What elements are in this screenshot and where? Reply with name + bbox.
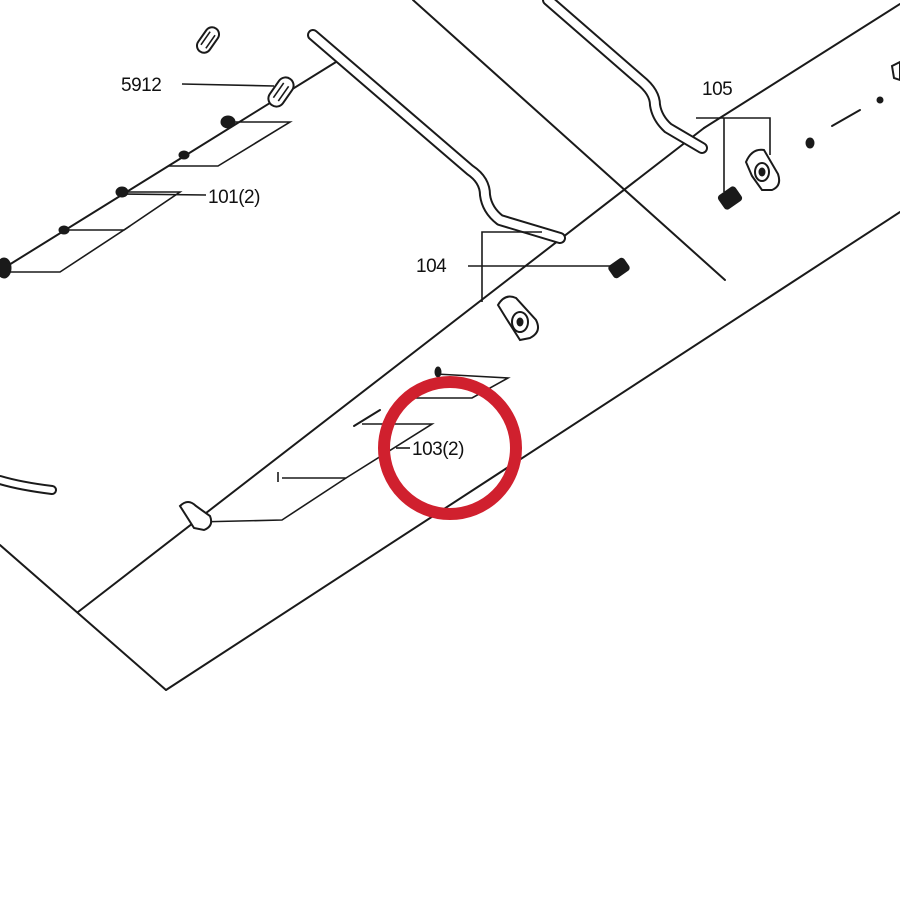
leader-lines bbox=[123, 83, 771, 449]
highlight-circle bbox=[378, 376, 522, 520]
callout-101: 101(2) bbox=[208, 187, 260, 208]
callout-104: 104 bbox=[416, 256, 447, 277]
callout-labels: 5912 101(2) 104 105 103(2) bbox=[121, 75, 733, 460]
bracket-105 bbox=[744, 148, 781, 191]
bent-tube-center bbox=[307, 29, 566, 244]
frame-outline bbox=[0, 0, 900, 691]
tube-fragment-left bbox=[0, 475, 57, 495]
part-5912-clips bbox=[195, 26, 295, 108]
lower-shaft-parts bbox=[496, 60, 900, 342]
callout-103: 103(2) bbox=[412, 439, 464, 460]
bent-tube-right bbox=[542, 0, 708, 154]
bracket-104 bbox=[496, 295, 539, 342]
callout-5912: 5912 bbox=[121, 75, 161, 96]
part-103-brackets bbox=[178, 366, 511, 532]
callout-105: 105 bbox=[702, 79, 732, 100]
